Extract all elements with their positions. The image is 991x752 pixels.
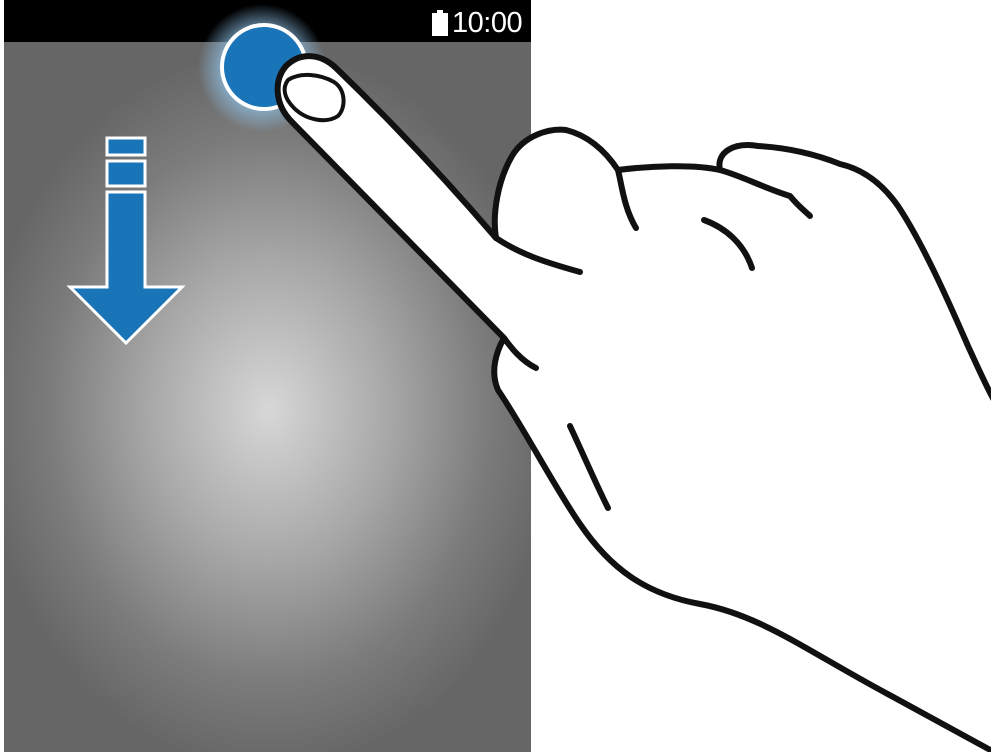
pointing-hand-icon: [278, 56, 991, 752]
